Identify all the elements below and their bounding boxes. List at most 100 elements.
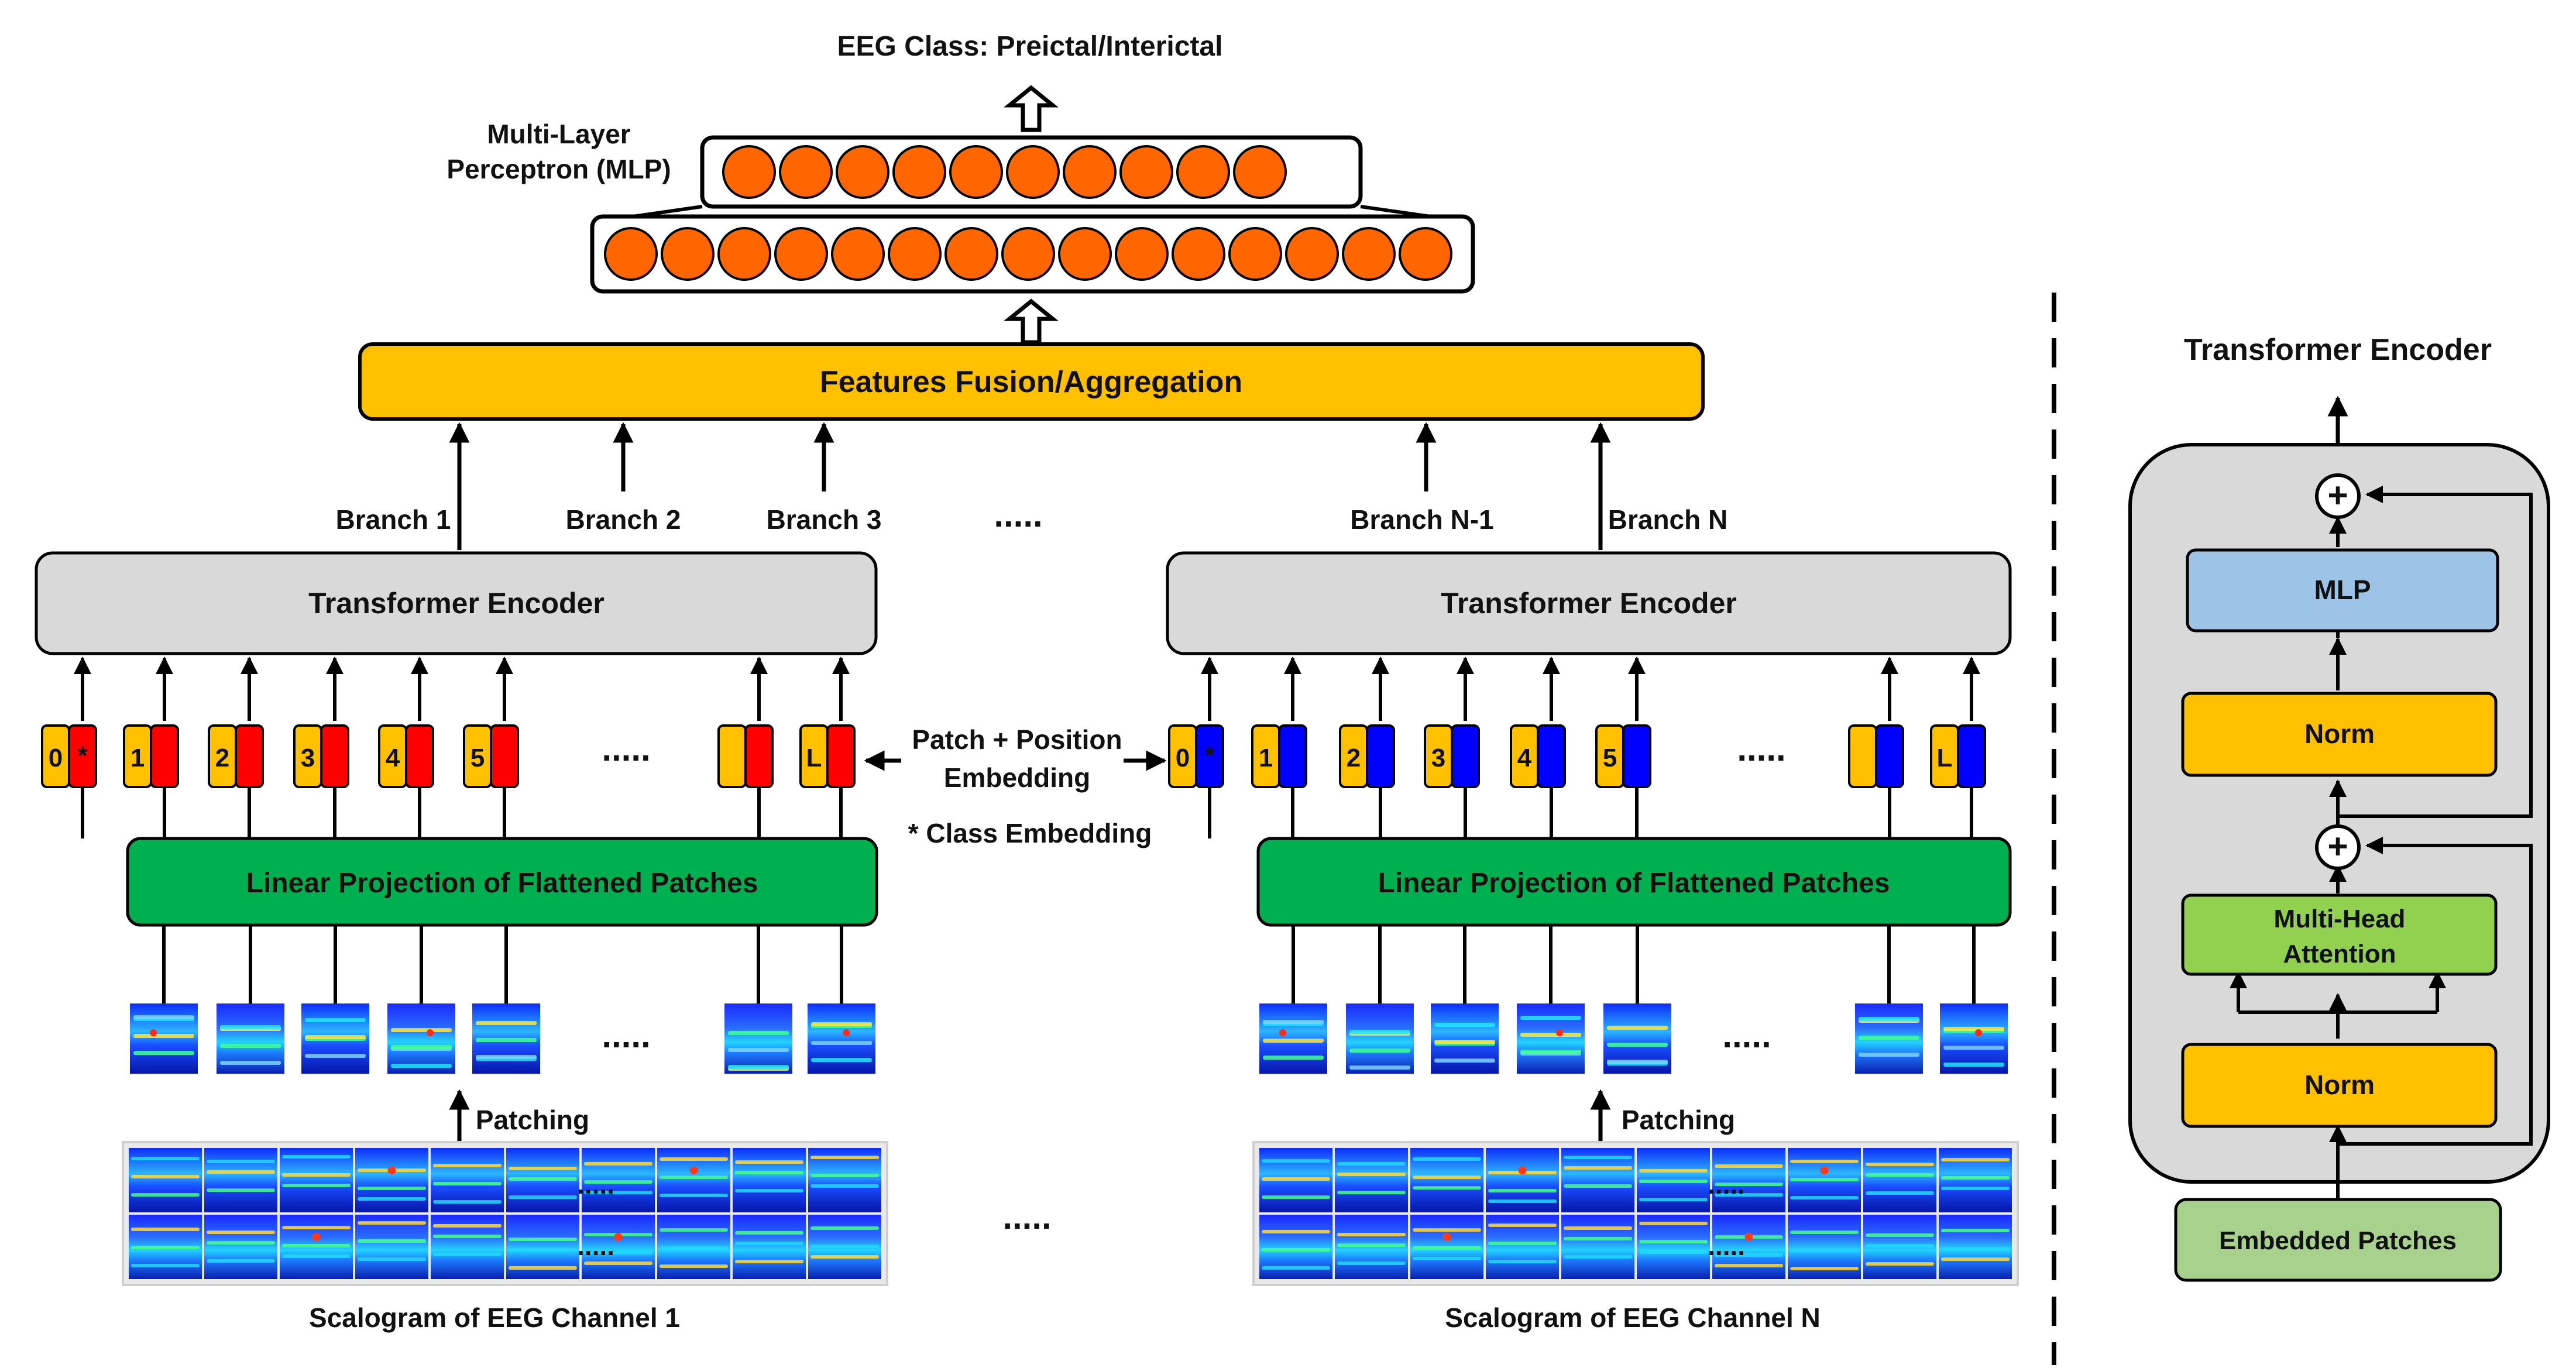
patch-ellipsis-left: ..... xyxy=(602,1016,650,1055)
mlp-node xyxy=(1285,227,1339,281)
patching-label-left: Patching xyxy=(476,1105,589,1135)
scalogram-patch xyxy=(1603,1003,1671,1074)
scalogram-cell xyxy=(1410,1215,1483,1279)
class-embedding-note: * Class Embedding xyxy=(908,818,1152,848)
mlp-node xyxy=(949,145,1003,199)
token-embedding-box xyxy=(826,724,856,788)
scalogram-cell xyxy=(1939,1215,2012,1279)
patch-ellipsis-right: ..... xyxy=(1722,1016,1771,1055)
detail-attention-block xyxy=(2181,893,2498,976)
token-index-label: 2 xyxy=(215,744,229,772)
mlp-node xyxy=(717,227,771,281)
token-embedding-box xyxy=(320,724,349,788)
scalogram-cell xyxy=(1561,1148,1634,1212)
scalogram-cell xyxy=(657,1215,730,1279)
scalogram-patch xyxy=(1517,1003,1585,1074)
token-index-label: L xyxy=(1937,744,1953,772)
scalogram-cell xyxy=(808,1215,881,1279)
token-ellipsis-left: ..... xyxy=(602,729,650,768)
scalogram-cell xyxy=(1712,1215,1785,1279)
detail-norm-bottom xyxy=(2181,1043,2498,1128)
detail-attention-line1: Multi-Head xyxy=(2274,905,2406,933)
scalogram-cell xyxy=(657,1148,730,1212)
scalogram-cell xyxy=(506,1215,579,1279)
mlp-label-line1: Multi-Layer xyxy=(487,119,630,149)
scalogram-cell xyxy=(582,1148,655,1212)
token-position-box xyxy=(717,724,747,788)
scalogram-cell xyxy=(1561,1215,1634,1279)
token-index-label: 2 xyxy=(1347,744,1361,772)
mlp-node xyxy=(1119,145,1173,199)
scalogram-patch xyxy=(1940,1003,2008,1074)
fusion-block xyxy=(358,342,1705,421)
embedding-label-line2: Embedding xyxy=(944,762,1090,793)
scalogram-cell xyxy=(1637,1148,1710,1212)
scalogram-cell xyxy=(355,1215,428,1279)
detail-norm-top xyxy=(2181,692,2498,777)
patch-group-left xyxy=(130,925,875,1074)
token-embedding-box xyxy=(405,724,434,788)
token-embedding-box xyxy=(150,724,179,788)
branch-arrows xyxy=(449,422,1611,550)
token-index-label: 0 xyxy=(1176,744,1190,772)
scalogram-cell xyxy=(1410,1148,1483,1212)
scalogram-patch xyxy=(387,1003,455,1074)
detail-mlp-block xyxy=(2186,548,2499,633)
token-index-label: 4 xyxy=(1517,744,1532,772)
scalogram-patch xyxy=(808,1003,875,1074)
transformer-encoder-left-label: Transformer Encoder xyxy=(308,587,604,620)
token-ellipsis-right: ..... xyxy=(1737,729,1785,768)
token-index-label: L xyxy=(806,744,822,772)
linear-projection-right xyxy=(1256,837,2012,927)
mlp-node xyxy=(1342,227,1396,281)
mlp-node xyxy=(604,227,658,281)
branch-n-label: Branch N xyxy=(1608,504,1727,535)
scalogram-cell xyxy=(129,1148,202,1212)
scalogram-inner-ellipsis: ..... xyxy=(577,1169,614,1199)
branch-1-label: Branch 1 xyxy=(336,504,451,535)
token-embedding-box xyxy=(235,724,264,788)
scalogram-inner-ellipsis: ..... xyxy=(1708,1169,1745,1199)
mlp-node xyxy=(831,227,885,281)
token-embedding-box xyxy=(1278,724,1307,788)
detail-embedded-patches xyxy=(2174,1198,2502,1282)
scalogram-patch xyxy=(217,1003,284,1074)
scalogram-cell xyxy=(129,1215,202,1279)
mlp-node xyxy=(1058,227,1112,281)
scalogram-cell xyxy=(582,1215,655,1279)
scalogram-patch xyxy=(1259,1003,1327,1074)
scalogram-cell xyxy=(733,1148,806,1212)
branch-n-1-label: Branch N-1 xyxy=(1350,504,1493,535)
scalogram-cell xyxy=(1486,1148,1559,1212)
token-embedding-box xyxy=(1451,724,1480,788)
mlp-node xyxy=(944,227,998,281)
mlp-node xyxy=(1176,145,1230,199)
mlp-node xyxy=(1172,227,1225,281)
embedding-label-line1: Patch + Position xyxy=(912,724,1122,755)
mlp-node xyxy=(779,145,833,199)
token-index-label: 4 xyxy=(386,744,400,772)
class-token-mark: * xyxy=(77,741,88,770)
token-index-label: 5 xyxy=(470,744,485,772)
scalogram-patch xyxy=(1431,1003,1499,1074)
patch-group-right xyxy=(1259,925,2008,1074)
transformer-encoder-right-label: Transformer Encoder xyxy=(1441,587,1737,620)
branch-2-label: Branch 2 xyxy=(566,504,681,535)
output-arrow-icon xyxy=(1004,85,1059,132)
mlp-node xyxy=(1233,145,1287,199)
detail-add-top-icon xyxy=(2315,473,2361,519)
detail-norm-top-label: Norm xyxy=(2304,719,2375,749)
token-embedding-box xyxy=(1366,724,1395,788)
scalogram-cell xyxy=(1335,1215,1408,1279)
detail-mlp-label: MLP xyxy=(2314,575,2371,605)
scalogram-cell xyxy=(1259,1215,1332,1279)
scalogram-inner-ellipsis: ..... xyxy=(577,1230,614,1261)
transformer-encoder-right xyxy=(1166,551,2012,655)
mlp-node xyxy=(1228,227,1282,281)
token-embedding-box xyxy=(1957,724,1986,788)
scalogram-cell xyxy=(1788,1215,1861,1279)
mlp-node xyxy=(836,145,889,199)
scalogram-cell xyxy=(431,1215,504,1279)
